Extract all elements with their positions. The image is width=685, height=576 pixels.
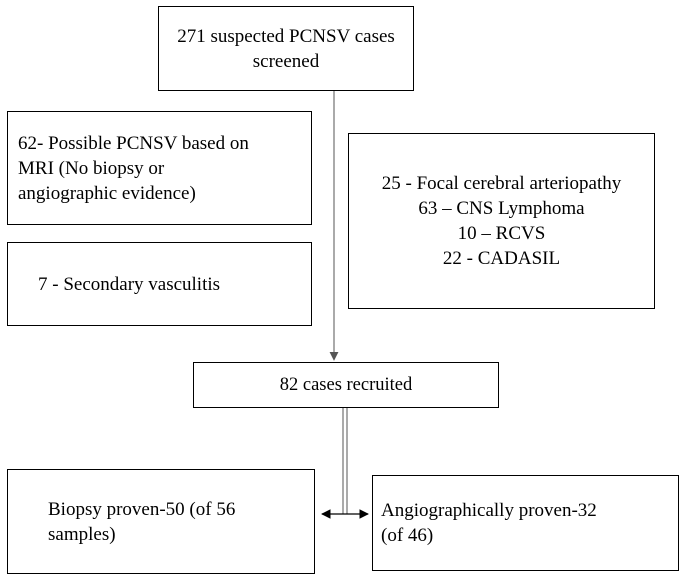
biopsy-line-1: Biopsy proven-50 (of 56 (48, 498, 236, 520)
secondary-line-1: 7 - Secondary vasculitis (38, 273, 221, 295)
recruited-cases-box: 82 cases recruited (193, 362, 499, 408)
other-line-4: 22 - CADASIL (442, 248, 561, 269)
possible-line-2: MRI (No biopsy or (18, 157, 165, 179)
recruited-line-1: 82 cases recruited (279, 374, 413, 395)
screened-line-1: 271 suspected PCNSV cases (177, 25, 395, 47)
screened-line-2: screened (252, 50, 320, 72)
possible-pcnsv-box: 62- Possible PCNSV based on MRI (No biop… (7, 111, 312, 225)
secondary-vasculitis-box: 7 - Secondary vasculitis (7, 242, 312, 326)
possible-line-1: 62- Possible PCNSV based on (18, 132, 249, 154)
other-line-1: 25 - Focal cerebral arteriopathy (381, 173, 622, 194)
angio-line-1: Angiographically proven-32 (381, 500, 597, 521)
other-diagnoses-box: 25 - Focal cerebral arteriopathy 63 – CN… (348, 133, 655, 309)
other-line-2: 63 – CNS Lymphoma (418, 198, 585, 219)
other-line-3: 10 – RCVS (457, 223, 546, 244)
angiographically-proven-box: Angiographically proven-32 (of 46) (372, 475, 679, 571)
screened-cases-box: 271 suspected PCNSV cases screened (158, 6, 414, 91)
biopsy-line-2: samples) (48, 523, 116, 545)
biopsy-proven-box: Biopsy proven-50 (of 56 samples) (7, 469, 315, 574)
possible-line-3: angiographic evidence) (18, 182, 196, 204)
angio-line-2: (of 46) (381, 525, 434, 546)
